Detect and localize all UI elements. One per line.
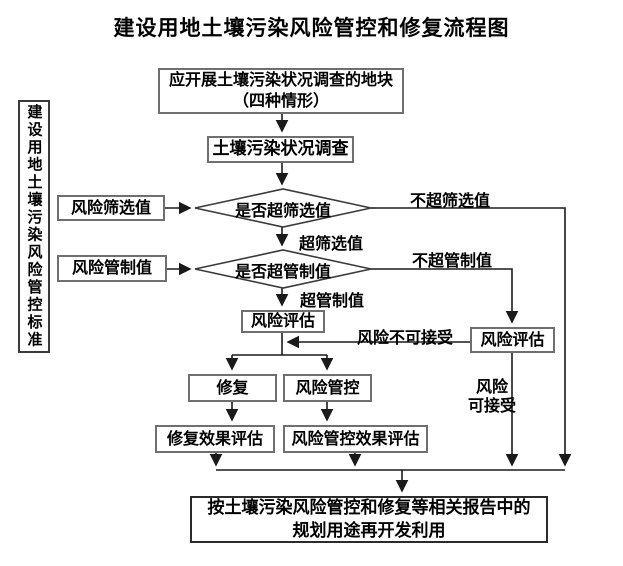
node-risk-control-value: 风险管制值 — [57, 255, 167, 282]
decision-exceed-control-label: 是否超管制值 — [234, 262, 332, 281]
node-redevelopment-line2: 规划用途再开发利用 — [292, 520, 446, 541]
edge-label-not-exceed-control: 不超管制值 — [412, 251, 493, 270]
standards-sidebar-label: 建设用地土壤污染风险管控标准 — [25, 104, 44, 349]
decision-exceed-screening-label: 是否超筛选值 — [234, 201, 332, 220]
edge-label-exceed-screening: 超筛选值 — [299, 234, 364, 253]
node-remediation: 修复 — [188, 374, 277, 402]
page-title: 建设用地土壤污染风险管控和修复流程图 — [113, 16, 510, 40]
node-survey-plots-line1: 应开展土壤污染状况调查的地块 — [168, 70, 393, 90]
decision-exceed-control-shape — [194, 249, 372, 289]
node-risk-assessment-right: 风险评估 — [470, 327, 555, 353]
node-risk-screening-value: 风险筛选值 — [57, 195, 165, 221]
node-risk-control-effect-eval: 风险管控效果评估 — [283, 425, 428, 453]
node-redevelopment-line1: 按土壤污染风险管控和修复等相关报告中的 — [207, 498, 531, 519]
node-survey-plots-line2: （四种情形） — [232, 91, 329, 110]
edge-label-risk-unacceptable: 风险不可接受 — [357, 328, 454, 347]
node-risk-assessment: 风险评估 — [241, 310, 325, 333]
node-remediation-effect-eval: 修复效果评估 — [155, 425, 275, 453]
edge-label-risk-acceptable-line1: 风险 — [475, 377, 508, 396]
decision-exceed-screening-shape — [194, 188, 372, 228]
node-risk-control: 风险管控 — [283, 374, 372, 402]
edge-label-risk-acceptable-line2: 可接受 — [467, 396, 516, 415]
node-survey-plots: 应开展土壤污染状况调查的地块 （四种情形） — [158, 68, 404, 114]
edge-label-exceed-control: 超管制值 — [300, 291, 365, 310]
standards-sidebar-box: 建设用地土壤污染风险管控标准 — [18, 100, 50, 353]
node-redevelopment: 按土壤污染风险管控和修复等相关报告中的 规划用途再开发利用 — [190, 496, 548, 543]
node-soil-survey: 土壤污染状况调查 — [207, 136, 354, 163]
edge-label-risk-acceptable: 风险 可接受 — [461, 377, 523, 415]
edge-label-not-exceed-screening: 不超筛选值 — [410, 191, 491, 210]
